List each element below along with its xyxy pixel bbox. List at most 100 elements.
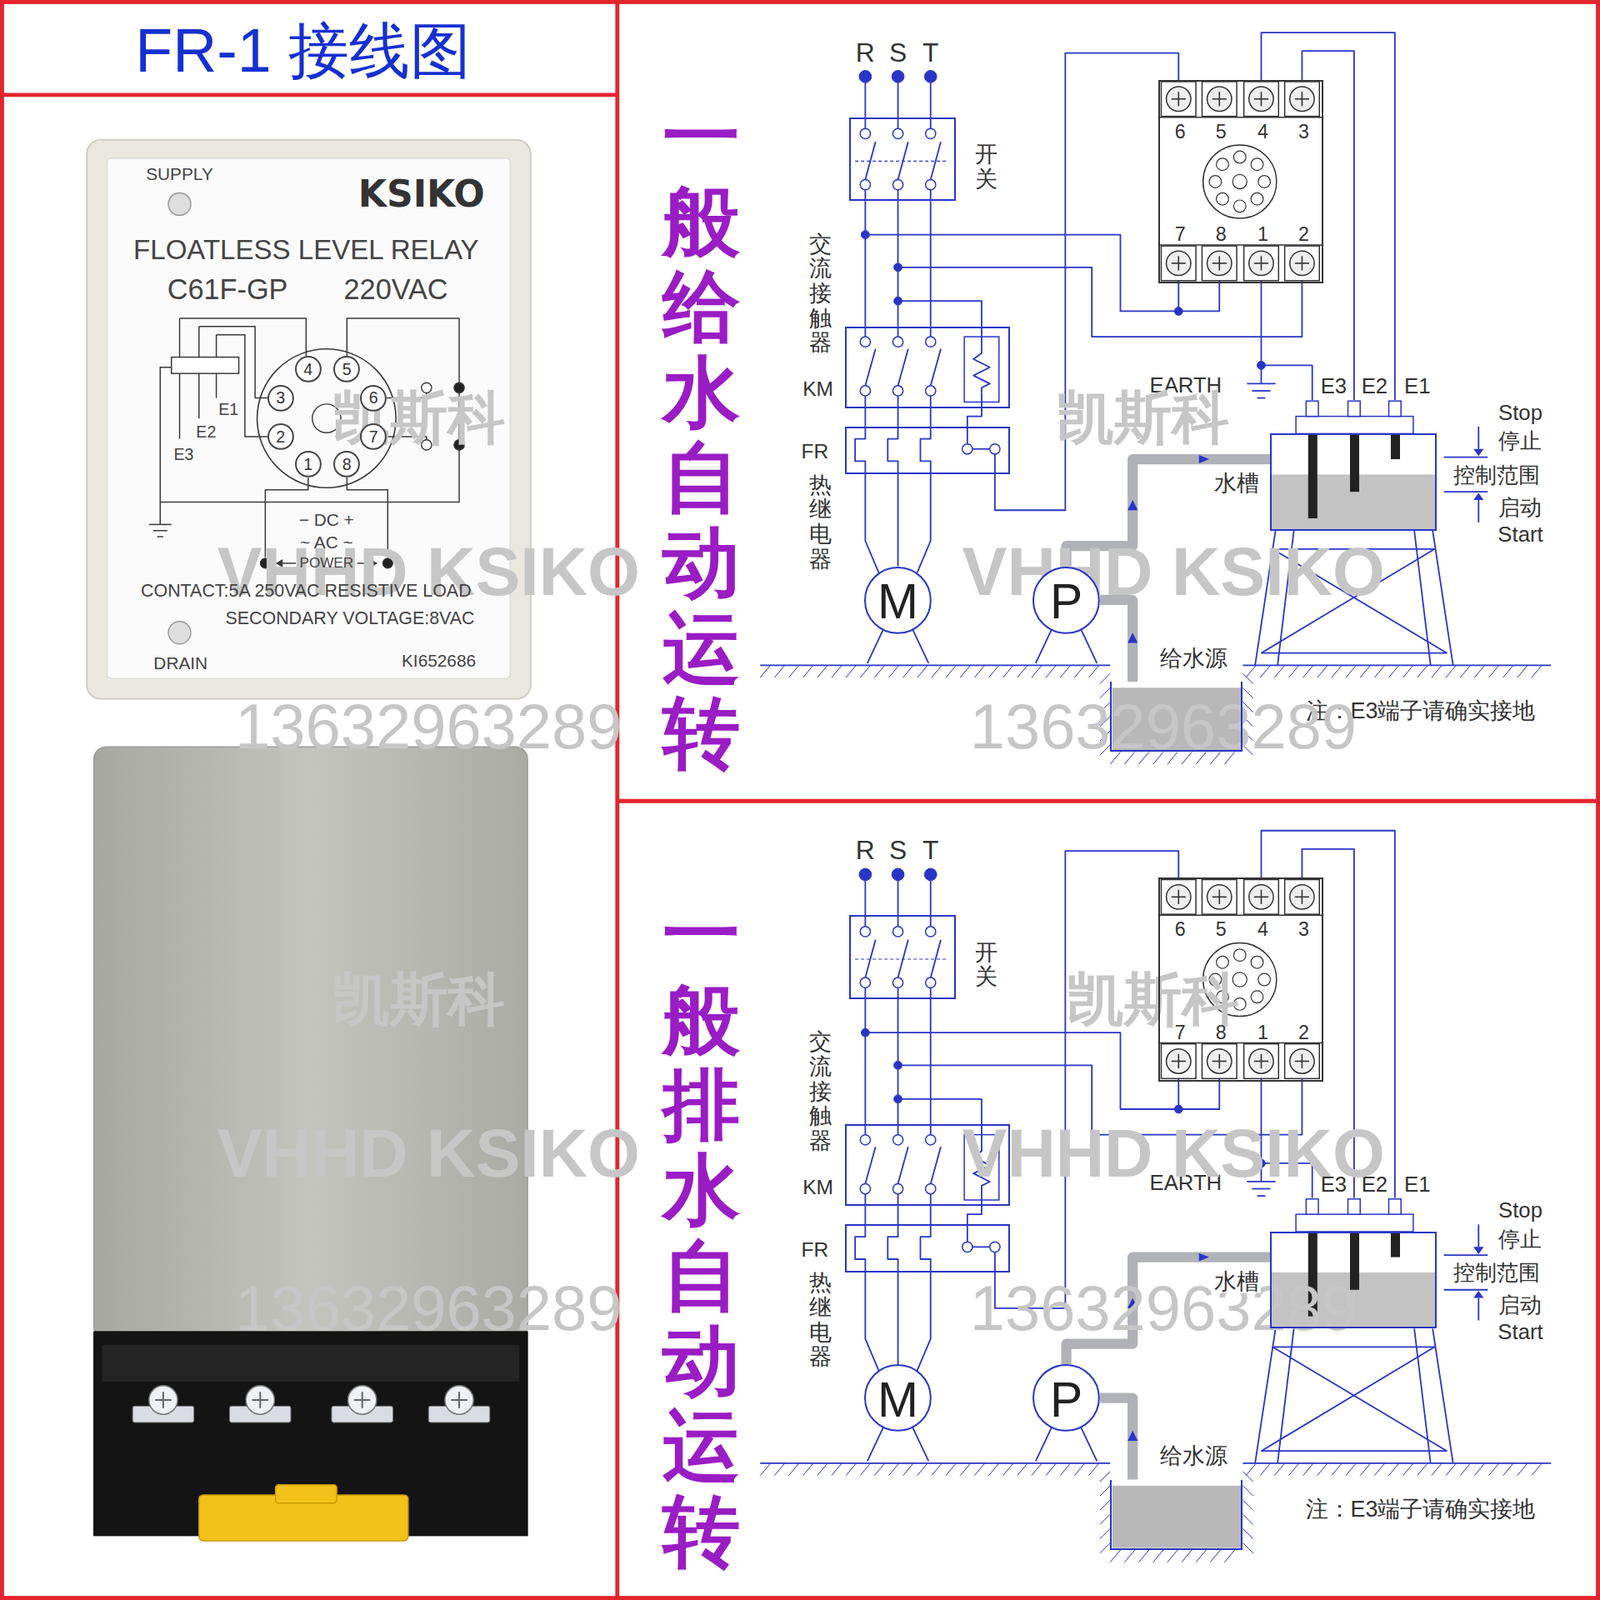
watermark: 13632963289 xyxy=(970,1276,1357,1340)
terminal-number: 4 xyxy=(1257,122,1269,142)
terminal-block xyxy=(1201,245,1237,281)
ground-hatch xyxy=(1089,665,1100,678)
electrode-post xyxy=(1348,1199,1361,1215)
water-pipe xyxy=(1100,1398,1133,1480)
ground-hatch xyxy=(860,665,870,678)
electrode-cap xyxy=(1295,416,1414,435)
switch-contact xyxy=(925,977,936,988)
node-circle xyxy=(360,424,386,450)
switch-lead xyxy=(897,915,900,926)
terminal-screw xyxy=(1166,1049,1191,1074)
ground-hatch xyxy=(1445,665,1456,678)
level-label: 停止 xyxy=(1498,430,1542,453)
electrode-wire xyxy=(1260,1078,1312,1198)
ground-hatch xyxy=(1460,1463,1470,1476)
base-rim xyxy=(101,1345,520,1382)
ground-hatch xyxy=(1360,1463,1370,1476)
electrode-post xyxy=(1305,400,1319,416)
ground-hatch xyxy=(1242,1485,1253,1496)
terminal-number: 7 xyxy=(1175,1023,1186,1043)
screw-slot xyxy=(361,1391,364,1409)
ground-hatch xyxy=(1100,1514,1110,1525)
ground-hatch xyxy=(1531,665,1542,678)
relay-socket: 65437812 xyxy=(1158,80,1324,285)
node-circle xyxy=(295,451,321,477)
ground-hatch xyxy=(1224,1550,1235,1563)
socket-ring xyxy=(1203,942,1277,1016)
ground-hatch xyxy=(1017,665,1028,678)
earth-symbol xyxy=(1246,1180,1275,1183)
level-tick xyxy=(1444,1254,1489,1256)
power-wire xyxy=(930,200,932,327)
contact-open xyxy=(421,382,432,393)
ground-hatch xyxy=(803,1463,814,1476)
terminal-screw xyxy=(1249,250,1274,275)
schematic-wire xyxy=(180,318,307,356)
contactor-box: 交流接触器KM xyxy=(845,1124,1010,1206)
power-wire xyxy=(930,408,932,427)
terminal-screw xyxy=(1207,86,1232,111)
ground-hatch xyxy=(1331,1463,1342,1476)
node-circle xyxy=(334,451,360,477)
power-wire xyxy=(917,1272,931,1371)
flow-arrow xyxy=(1127,632,1138,643)
ground-hatch xyxy=(1100,673,1110,684)
water-pipe xyxy=(1066,459,1271,567)
screw-slot xyxy=(1301,91,1304,106)
socket-key xyxy=(312,404,341,433)
source-label: 给水源 xyxy=(1158,645,1230,670)
socket-ring xyxy=(1203,145,1277,219)
terminal-number: 6 xyxy=(1175,122,1186,142)
terminal-screw xyxy=(1290,250,1315,275)
socket-hole xyxy=(1250,990,1264,1004)
ground-hatch xyxy=(1003,1463,1014,1476)
ground-hatch xyxy=(1489,665,1500,678)
ground-hatch xyxy=(945,665,956,678)
terminal-number: 2 xyxy=(1298,225,1310,245)
pin-circle: 1 xyxy=(295,450,322,478)
ground-hatch xyxy=(1210,751,1220,765)
terminal-number: 8 xyxy=(1215,225,1227,245)
socket-hole xyxy=(1233,998,1246,1011)
water-source: 给水源 xyxy=(1110,681,1243,752)
screw-slot xyxy=(1301,890,1304,905)
level-arrow xyxy=(1473,449,1484,457)
yellow-clip xyxy=(275,1485,337,1504)
node-circle xyxy=(295,356,321,382)
ground-hatch xyxy=(1317,665,1328,678)
tower-leg xyxy=(1277,530,1295,666)
ground-symbol xyxy=(153,530,168,532)
tower-leg xyxy=(1414,1328,1431,1464)
ground-hatch xyxy=(1303,665,1314,678)
ground-hatch xyxy=(1139,751,1150,765)
node-circle xyxy=(1033,567,1100,634)
ground-hatch xyxy=(1242,1528,1253,1539)
electrode-rod xyxy=(1308,433,1318,519)
motor-circle: M xyxy=(864,566,932,635)
pump-foot xyxy=(1080,1426,1098,1462)
flow-arrows xyxy=(1127,1253,1210,1441)
watermark: 凯斯科 xyxy=(1056,390,1230,448)
watermark: 凯斯科 xyxy=(1066,971,1240,1030)
tower-brace xyxy=(1260,549,1435,654)
screw-slot xyxy=(1260,890,1263,905)
faceplate-text: ~ AC ~ xyxy=(300,534,354,552)
terminal-screw xyxy=(1249,86,1274,111)
socket-hole xyxy=(1258,973,1271,986)
flow-arrow xyxy=(1199,1253,1210,1262)
relay-face xyxy=(107,158,511,679)
power-wire xyxy=(897,474,900,566)
ground-hatch xyxy=(831,665,842,678)
switch-lead xyxy=(897,190,900,201)
switch-lead xyxy=(897,117,900,129)
level-arrow xyxy=(1477,1224,1480,1247)
thermal-element xyxy=(887,426,898,475)
contactor-box: 交流接触器KM xyxy=(845,326,1010,409)
electrode-rod xyxy=(1390,1231,1400,1258)
thermal-element xyxy=(887,1224,898,1273)
earth-label: EARTH xyxy=(1150,1173,1223,1195)
switch-label: 开关 xyxy=(975,940,998,990)
ground-hatch xyxy=(1242,1542,1253,1553)
